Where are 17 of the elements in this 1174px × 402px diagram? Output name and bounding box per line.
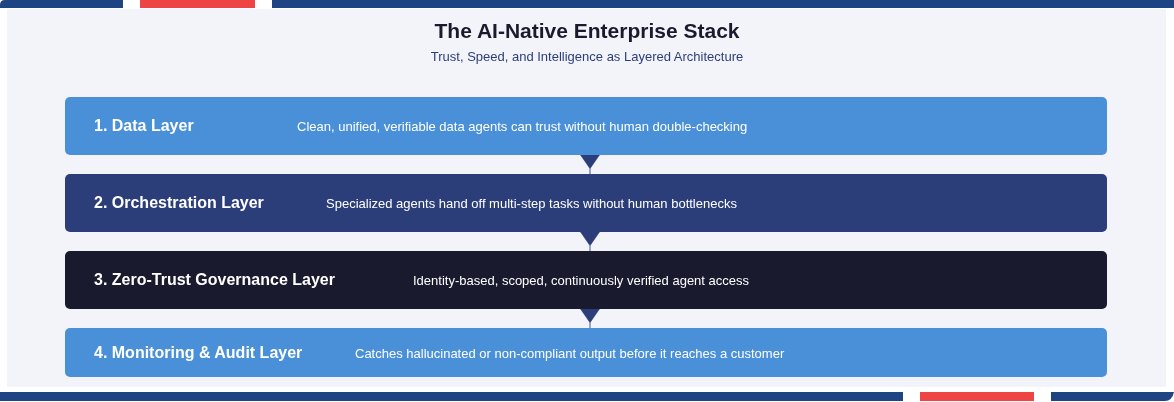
layer-bar xyxy=(65,328,1107,377)
layer-heading: 2. Orchestration Layer xyxy=(94,194,264,212)
layer-heading: 1. Data Layer xyxy=(94,117,194,135)
arrow xyxy=(580,308,600,329)
layer-bar xyxy=(65,97,1107,155)
layer-description: Clean, unified, verifiable data agents can trust without human double-checking xyxy=(297,118,748,134)
layer-description: Specialized agents hand off multi-step tasks without human bottlenecks xyxy=(326,195,737,211)
arrow xyxy=(580,231,600,252)
layer-bar xyxy=(65,174,1107,232)
layer-heading: 3. Zero-Trust Governance Layer xyxy=(94,271,335,289)
layer-bar xyxy=(65,251,1107,309)
arrow xyxy=(580,154,600,175)
layer-description: Catches hallucinated or non-compliant output before it reaches a customer xyxy=(355,345,785,360)
layer-description: Identity-based, scoped, continuously verified agent access xyxy=(413,272,750,288)
diagram-title: The AI-Native Enterprise Stack xyxy=(433,19,741,43)
diagram-subtitle: Trust, Speed, and Intelligence as Layered Architecture xyxy=(429,49,745,64)
layer-heading: 4. Monitoring & Audit Layer xyxy=(94,343,303,362)
